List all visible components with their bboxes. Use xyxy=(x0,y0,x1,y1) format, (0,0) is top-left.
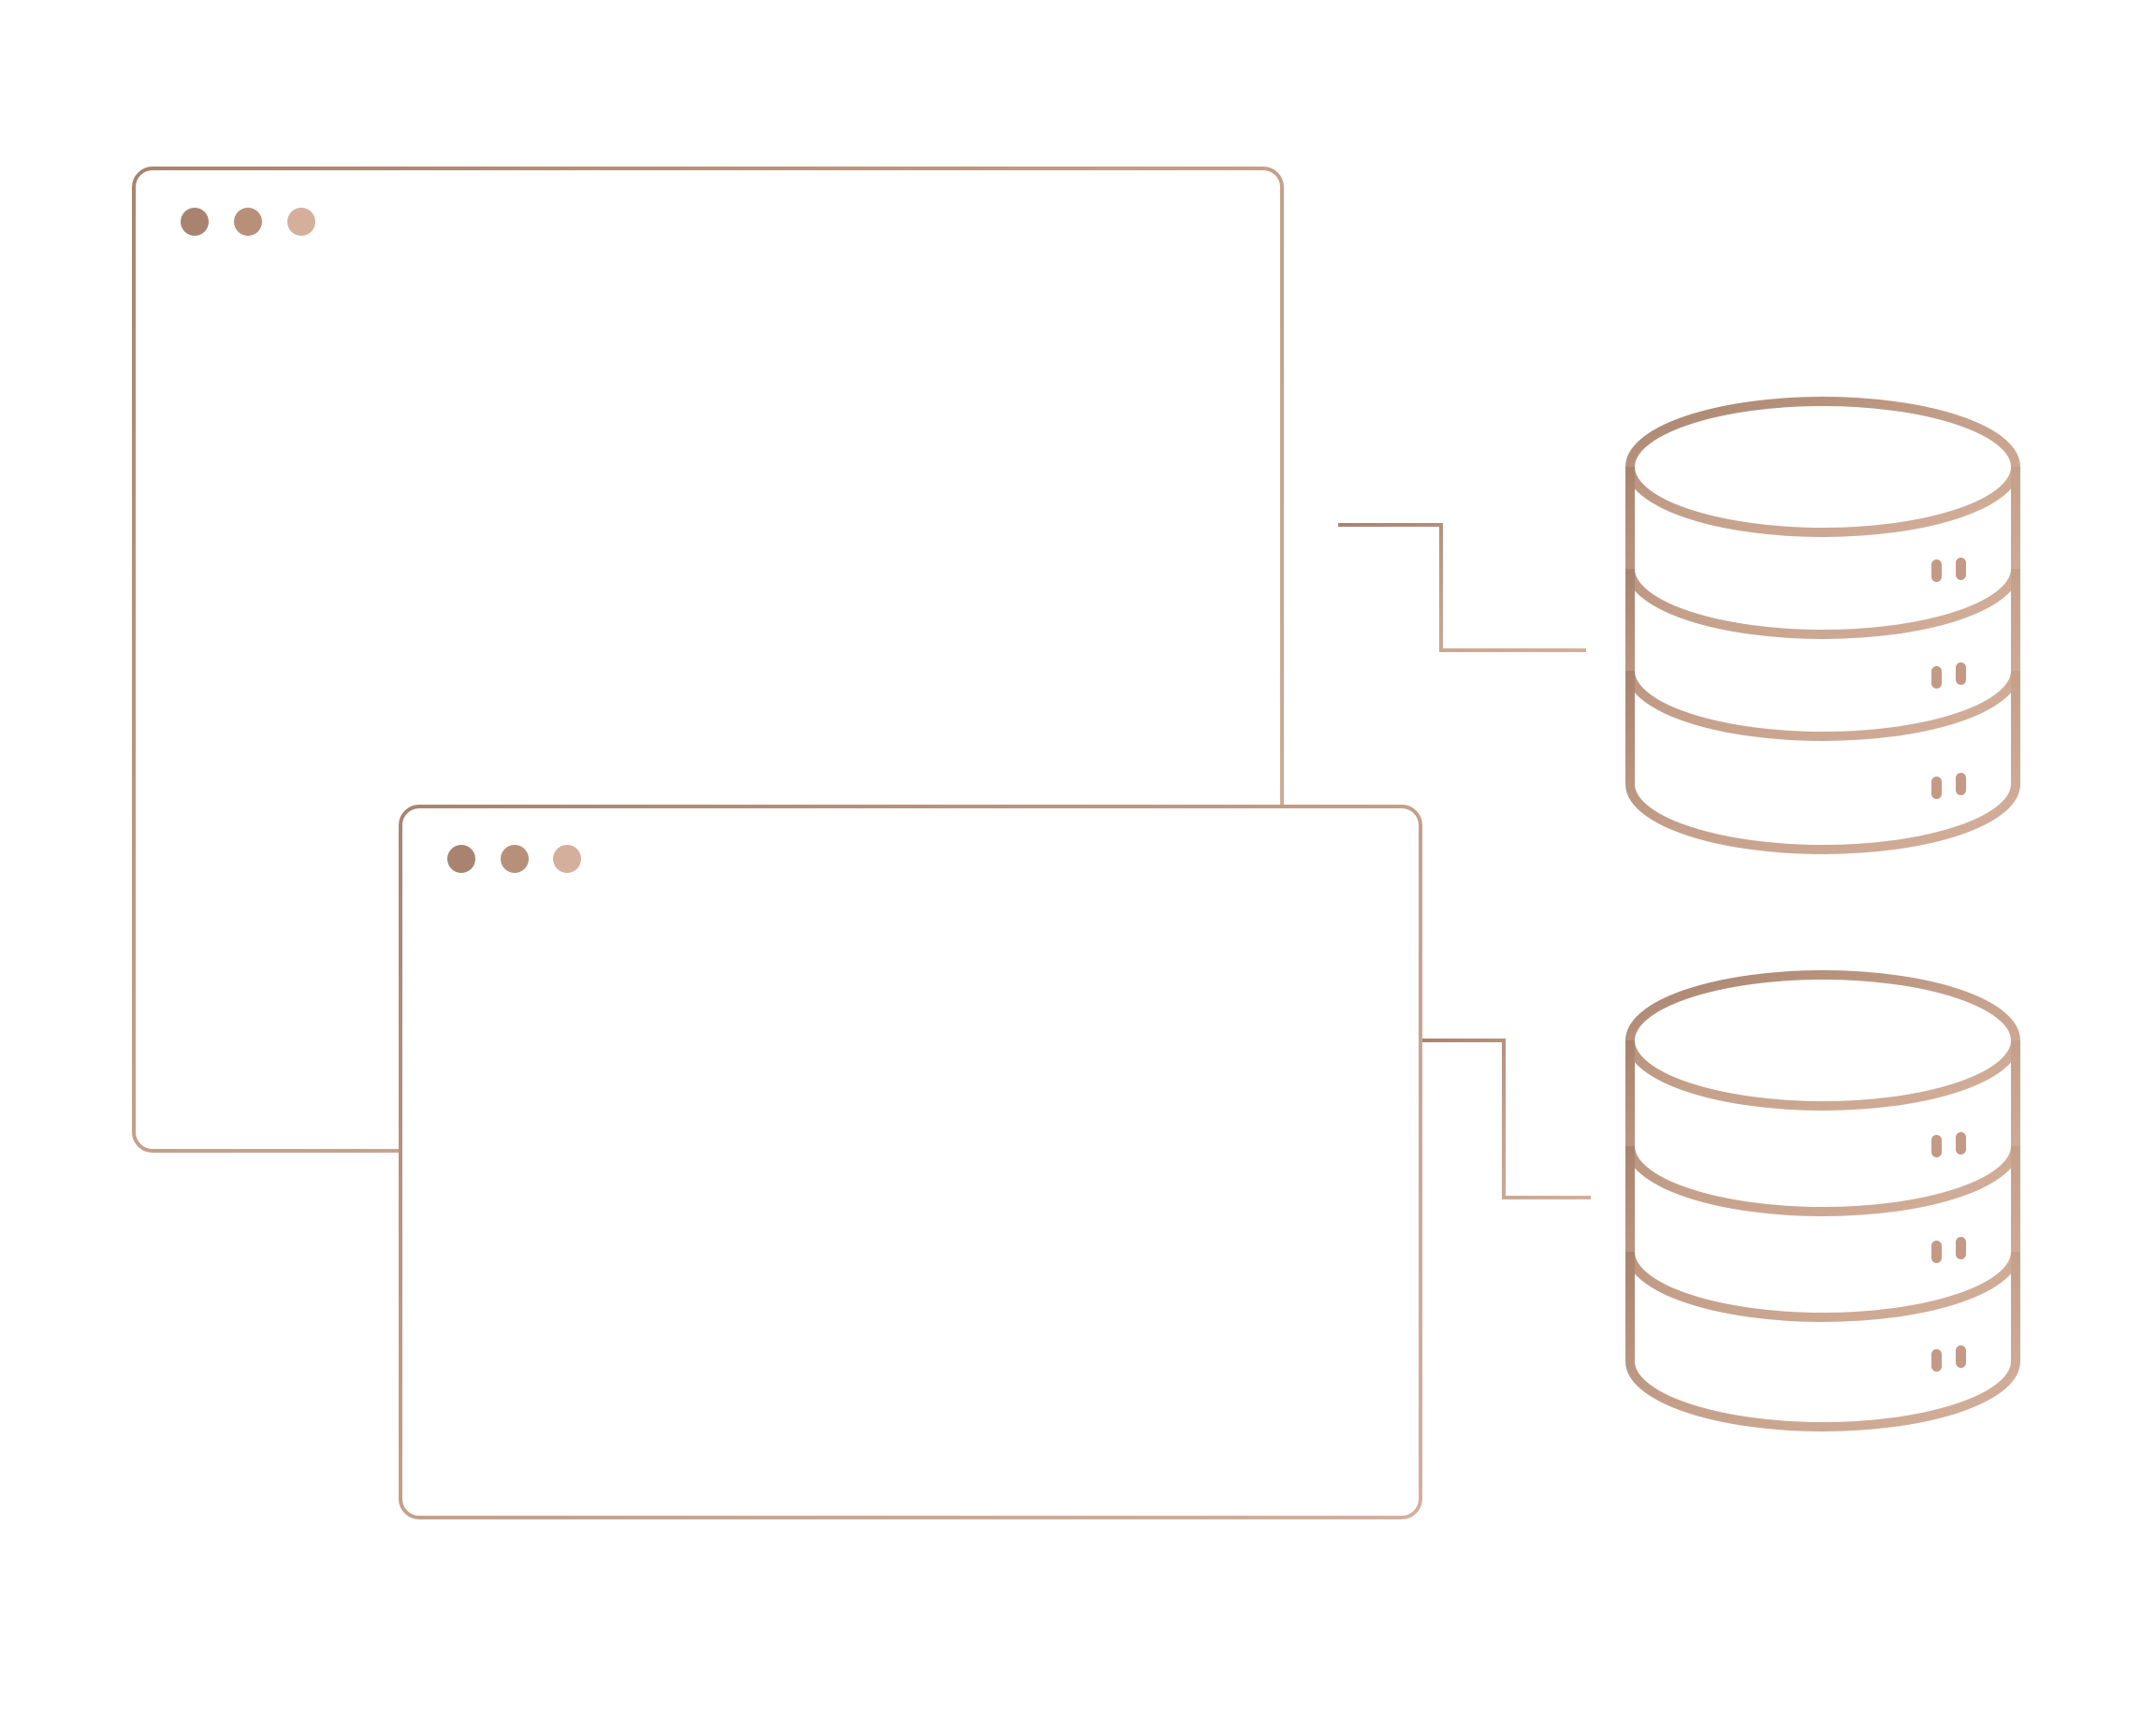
database-bottom-indicator-1 xyxy=(1931,1132,1966,1157)
back-window-control-dot-2 xyxy=(234,208,262,236)
database-bottom-tier-3 xyxy=(1625,1252,2020,1431)
back-window-control-dot-3 xyxy=(287,208,315,236)
database-top xyxy=(1625,397,2020,854)
front-window-frame xyxy=(399,805,1422,1519)
database-top-tier-1 xyxy=(1625,467,2020,639)
database-top-tier-3 xyxy=(1625,671,2020,854)
database-bottom xyxy=(1625,970,2020,1431)
database-top-indicator-3 xyxy=(1931,773,1966,799)
connector-line-top xyxy=(1338,523,1586,652)
database-bottom-tier-1 xyxy=(1625,1040,2020,1216)
back-window-control-dot-1 xyxy=(181,208,209,236)
database-top-indicator-2 xyxy=(1931,662,1966,689)
front-window-control-dot-3 xyxy=(553,845,581,873)
connector-line-bottom xyxy=(1422,1039,1591,1199)
front-window-control-dot-2 xyxy=(501,845,529,873)
database-top-lid xyxy=(1625,397,2020,537)
connector-top xyxy=(1338,523,1586,652)
front-browser-window xyxy=(399,805,1422,1519)
database-bottom-lid xyxy=(1625,970,2020,1111)
database-top-tier-2 xyxy=(1625,569,2020,741)
database-bottom-tier-2 xyxy=(1625,1146,2020,1322)
database-bottom-indicator-3 xyxy=(1931,1345,1966,1372)
database-top-indicator-1 xyxy=(1931,558,1966,582)
database-bottom-indicator-2 xyxy=(1931,1237,1966,1263)
connector-bottom xyxy=(1422,1039,1591,1199)
front-window-control-dot-1 xyxy=(447,845,475,873)
